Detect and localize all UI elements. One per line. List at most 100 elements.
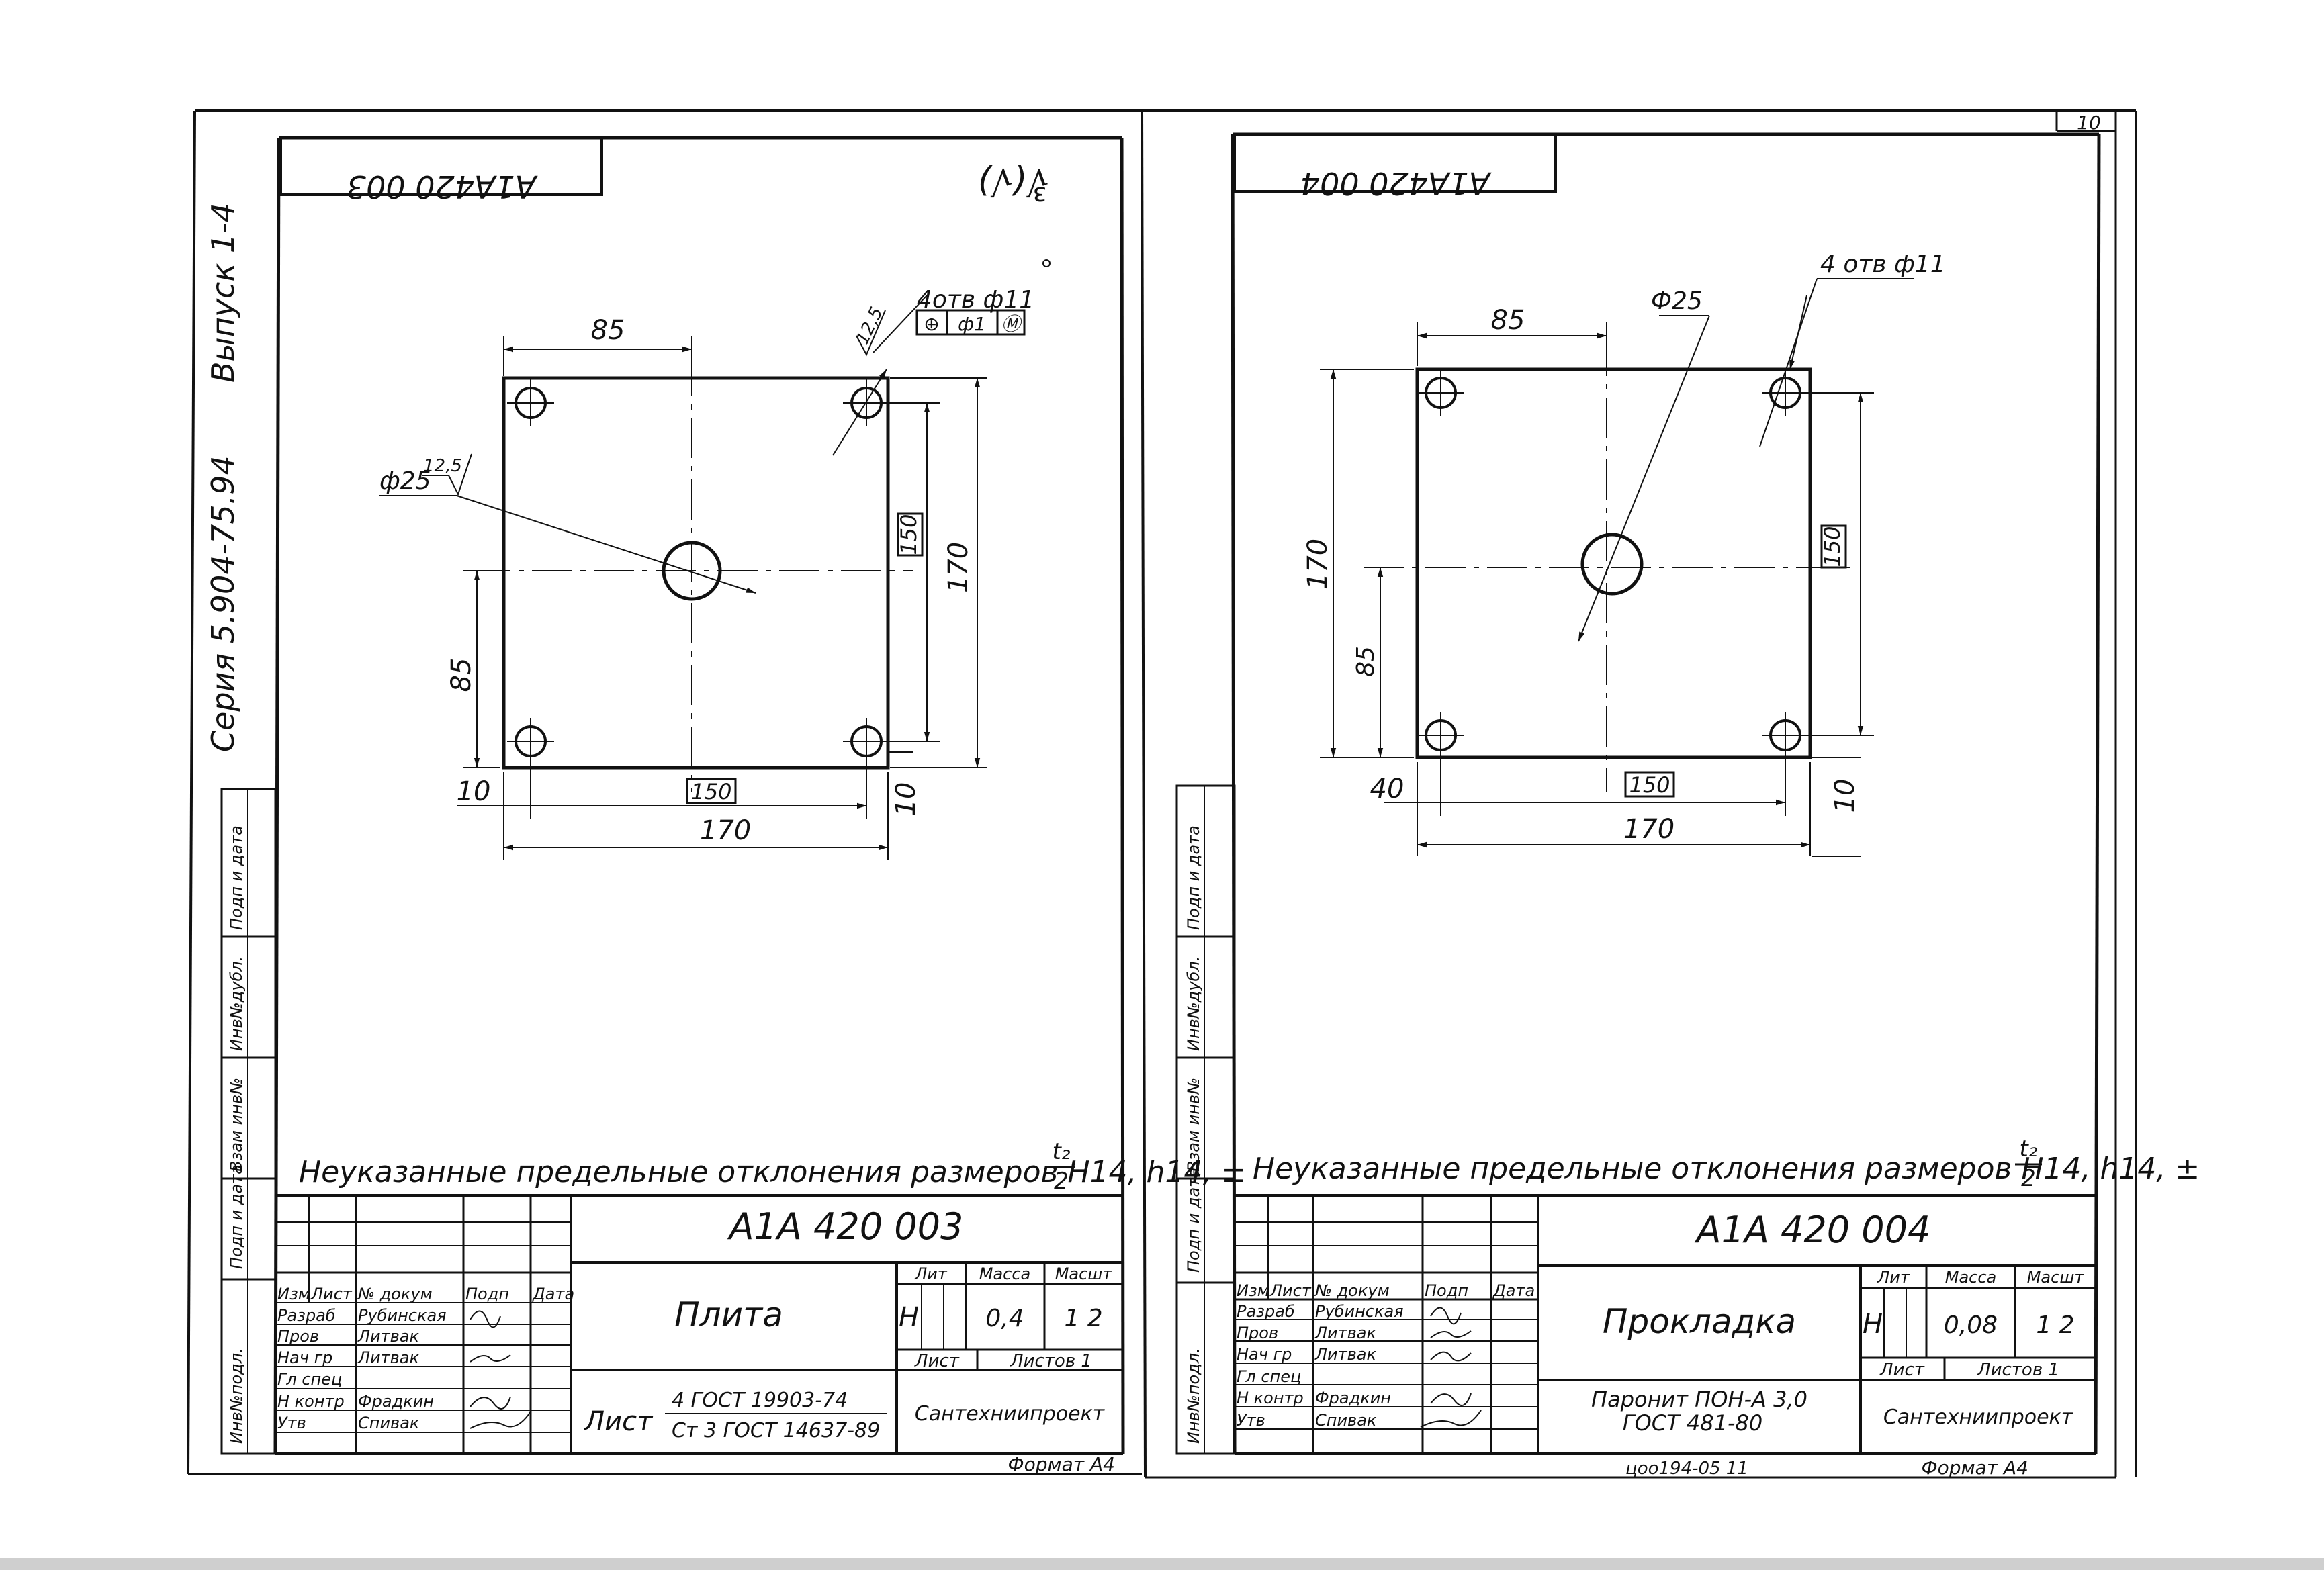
tb-left-format: Формат А4: [1008, 1453, 1115, 1475]
side-label-1: Инв№подл.: [227, 1348, 246, 1444]
callout-center: ф25: [379, 467, 431, 495]
tb-right-r1-name: Литвак: [1314, 1324, 1376, 1342]
dim-right-offset: 10: [1830, 779, 1861, 813]
doc-code-rotated: А1А420 003: [347, 169, 538, 205]
tolerance-symbol: ⊕: [924, 313, 939, 335]
tb-right-scale: 1 2: [2036, 1311, 2074, 1339]
center-hole: [1580, 533, 1644, 596]
side-label-1: Инв№подл.: [1184, 1348, 1203, 1444]
sheet-right: А1А420 004 Инв№подл. Подп и дата Взам ин…: [1175, 132, 2200, 1479]
dim-bottom: 170: [700, 815, 751, 846]
tb-left-r2-role: Нач гр: [277, 1348, 332, 1367]
tb-right-r5-name: Спивак: [1315, 1411, 1377, 1430]
tb-left-mass: 0,4: [985, 1305, 1024, 1332]
tb-right-material-top: Паронит ПОН-А 3,0: [1591, 1387, 1807, 1412]
tb-left-lit: Н: [899, 1302, 919, 1333]
title-block-right: [1235, 1194, 2096, 1454]
tb-right-designation: А1А 420 004: [1695, 1209, 1931, 1251]
dim-bottom-offset: 10: [457, 776, 491, 807]
tb-left-scale-h: Масшт: [1055, 1264, 1113, 1283]
dim-left: 85: [1352, 646, 1380, 677]
tb-right-sheet: Лист: [1879, 1360, 1925, 1380]
tb-right-r5-role: Утв: [1237, 1411, 1265, 1430]
side-label-3: Взам инв№: [227, 1078, 246, 1172]
signature-mark: [1430, 1330, 1472, 1338]
tb-left-organization: Сантехниипроект: [915, 1402, 1106, 1426]
tb-right-stamp: цоо194-05 11: [1625, 1459, 1748, 1479]
tb-left-material-top: 4 ГОСТ 19903-74: [672, 1389, 848, 1412]
tolerance-value: ф1: [958, 313, 986, 335]
dim-bottom-box: 150: [1629, 772, 1670, 798]
dim-right-box: 150: [896, 514, 922, 555]
tolerance-note: Неуказанные предельные отклонения размер…: [299, 1155, 1246, 1189]
callout-holes: 4отв ф11: [917, 286, 1034, 314]
tb-left-r1-role: Пров: [277, 1327, 319, 1346]
tb-left-r0-role: Разраб: [277, 1306, 336, 1325]
tb-right-lit-h: Лит: [1877, 1268, 1910, 1287]
issue-text: Выпуск 1-4: [205, 203, 241, 383]
roughness-center: 12,5: [423, 456, 462, 476]
tb-right-h-doc: № докум: [1314, 1281, 1390, 1300]
tb-right-h-list: Лист: [1269, 1281, 1312, 1300]
roughness-top: 12,5: [852, 304, 887, 348]
tb-left-mass-h: Масса: [979, 1264, 1031, 1283]
tb-right-r2-role: Нач гр: [1237, 1345, 1292, 1364]
tb-left-h-doc: № докум: [357, 1285, 433, 1303]
dim-bottom: 170: [1623, 814, 1674, 845]
side-label-5: Подп и дата: [227, 825, 246, 930]
page-number: 10: [2077, 111, 2101, 134]
side-label-4: Инв№дубл.: [1184, 956, 1203, 1051]
tb-right-h-izm: Изм: [1237, 1281, 1269, 1300]
tb-left-h-izm: Изм: [277, 1285, 310, 1303]
tb-left-r3-role: Гл спец: [277, 1370, 342, 1389]
tb-left-r4-name: Фрадкин: [358, 1392, 434, 1411]
callout-center: Ф25: [1651, 287, 1703, 315]
tolerance-modifier: Ⓜ: [1001, 313, 1023, 335]
tb-left-r0-name: Рубинская: [358, 1306, 447, 1325]
scan-bottom-band: [0, 1558, 2324, 1570]
mounting-holes: [507, 379, 890, 765]
dot-mark: [1042, 259, 1051, 267]
tb-left-material-bottom: Ст 3 ГОСТ 14637-89: [672, 1419, 880, 1442]
tb-left-r4-role: Н контр: [277, 1392, 345, 1411]
tb-right-h-date: Дата: [1492, 1281, 1535, 1300]
tb-right-r4-role: Н контр: [1237, 1389, 1304, 1407]
surface-mark: ∛(√): [977, 160, 1049, 202]
tb-right-r2-name: Литвак: [1314, 1345, 1376, 1364]
tb-right-r0-role: Разраб: [1237, 1302, 1295, 1321]
series-text: Серия 5.904-75.94: [205, 455, 241, 752]
dim-bottom-offset: 40: [1370, 774, 1404, 804]
tb-left-r2-name: Литвак: [357, 1348, 419, 1367]
side-label-2: Подп и дата: [1184, 1168, 1203, 1273]
tb-right-organization: Сантехниипроект: [1883, 1405, 2074, 1429]
tb-left-h-sign: Подп: [465, 1285, 509, 1303]
tb-right-scale-h: Масшт: [2027, 1268, 2085, 1287]
tb-right-mass-h: Масса: [1945, 1268, 1997, 1287]
signature-mark: [1420, 1410, 1482, 1428]
dim-left: 85: [446, 658, 477, 692]
signature-mark: [1430, 1393, 1472, 1406]
plate-outline: [502, 376, 890, 770]
tb-right-name: Прокладка: [1603, 1302, 1796, 1341]
dim-left-outer: 170: [1302, 539, 1333, 590]
tb-left-scale: 1 2: [1064, 1305, 1102, 1332]
center-hole: [662, 541, 722, 601]
tb-left-h-date: Дата: [532, 1285, 574, 1303]
dim-right-box: 150: [1820, 526, 1845, 567]
tb-left-h-list: Лист: [310, 1285, 353, 1303]
tb-left-r5-name: Спивак: [358, 1414, 420, 1432]
side-label-2: Подп и дата: [227, 1164, 246, 1269]
callout-holes: 4 отв ф11: [1820, 250, 1946, 278]
side-label-5: Подп и дата: [1184, 825, 1203, 930]
signature-mark: [470, 1396, 511, 1410]
tb-left-r5-role: Утв: [277, 1414, 306, 1432]
dim-right: 170: [943, 542, 974, 593]
tb-left-lit-h: Лит: [914, 1264, 948, 1283]
gasket-outline: [1415, 367, 1812, 759]
tb-right-r1-role: Пров: [1237, 1324, 1278, 1342]
tb-right-h-sign: Подп: [1425, 1281, 1468, 1300]
note-fraction-den: 2: [2021, 1165, 2036, 1192]
dim-top: 85: [1491, 305, 1525, 336]
dim-top: 85: [591, 315, 625, 346]
